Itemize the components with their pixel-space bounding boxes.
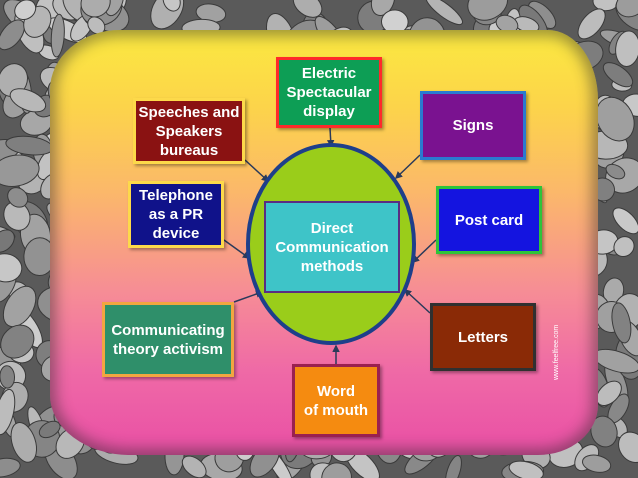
node-letters: Letters (430, 303, 536, 371)
stone (595, 96, 635, 142)
stone (9, 88, 47, 113)
node-signs: Signs (420, 91, 526, 160)
stone (0, 324, 35, 359)
connector-letters (403, 288, 431, 314)
stone (611, 302, 632, 344)
stone (0, 457, 21, 478)
node-electric-spectacular-display: Electric Spectacular display (276, 57, 382, 128)
stone (162, 0, 181, 12)
stone (14, 0, 37, 20)
stone (0, 365, 16, 389)
connector-telephone-as-a-pr-device (223, 239, 251, 259)
stone (292, 0, 323, 18)
stone (612, 207, 638, 235)
center-node: Direct Communication methods (264, 201, 400, 293)
node-telephone-as-a-pr-device: Telephone as a PR device (128, 181, 224, 248)
stone (104, 0, 124, 17)
connector-post-card (411, 239, 437, 264)
stone (425, 0, 463, 26)
stone (615, 30, 638, 67)
stone (10, 422, 38, 463)
stone (613, 236, 635, 258)
stone (370, 0, 396, 16)
stone (577, 8, 606, 40)
stone (508, 460, 544, 478)
stone (467, 0, 509, 21)
stone (7, 187, 29, 208)
stone (596, 380, 622, 406)
watermark-text: www.feelfree.com (553, 324, 560, 380)
stone (445, 454, 462, 478)
node-post-card: Post card (436, 186, 542, 254)
node-speeches-and-speakers-bureaus: Speeches and Speakers bureaus (133, 98, 245, 164)
stone (582, 454, 612, 473)
node-word-of-mouth: Word of mouth (292, 364, 380, 437)
stone (618, 431, 638, 464)
connector-signs (394, 154, 421, 180)
stone (2, 285, 37, 328)
stone (590, 415, 618, 448)
stone (50, 13, 65, 58)
stone (0, 229, 15, 253)
stone (602, 62, 634, 88)
stone (0, 19, 25, 51)
stone (0, 154, 40, 187)
stone (0, 253, 23, 283)
stone (605, 163, 626, 180)
stone (181, 455, 207, 478)
stone (0, 388, 16, 436)
node-communicating-theory-activism: Communicating theory activism (102, 302, 234, 377)
stone (80, 0, 111, 18)
stone (150, 0, 185, 30)
connector-speeches-and-speakers-bureaus (244, 159, 270, 183)
